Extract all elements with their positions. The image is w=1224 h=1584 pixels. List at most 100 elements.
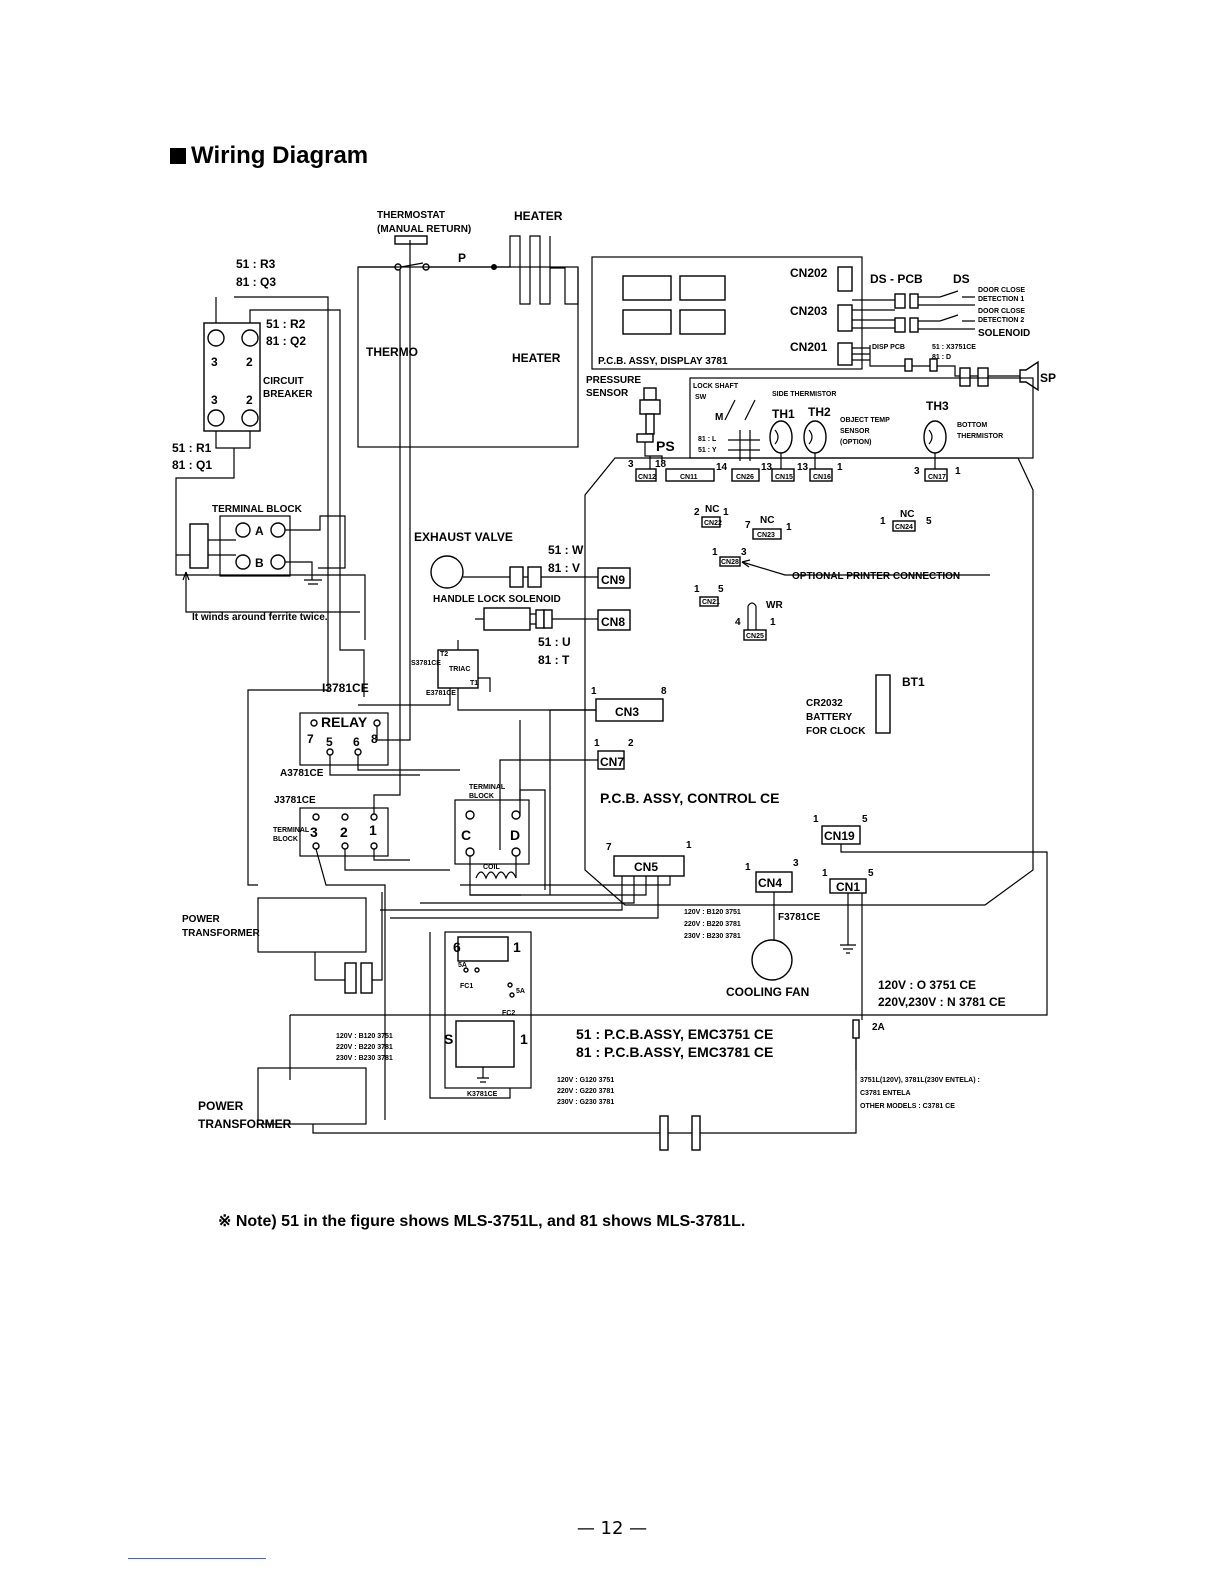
pin-1k: 1 <box>813 814 819 825</box>
label-bottom: BOTTOM <box>957 422 987 429</box>
label-emc81: 81 : P.C.B.ASSY, EMC3781 CE <box>576 1044 773 1060</box>
display-digit-3 <box>622 309 672 335</box>
label-cn11: CN11 <box>680 474 698 481</box>
pin-1c: 1 <box>723 507 729 518</box>
label-tb3a: TERMINAL <box>469 784 506 791</box>
label-cn15: CN15 <box>775 474 793 481</box>
terminal-block-123 <box>299 807 389 857</box>
pin-7: 7 <box>745 520 751 531</box>
label-power-tr2a: POWER <box>198 1099 244 1113</box>
label-cn4: CN4 <box>758 876 782 890</box>
pin-1b: 1 <box>955 466 961 477</box>
relay <box>299 712 389 766</box>
label-cn24: CN24 <box>895 524 913 531</box>
relay-pin-6: 6 <box>353 735 360 749</box>
label-door1b: DETECTION 1 <box>978 296 1024 303</box>
pin-1i: 1 <box>591 686 597 697</box>
cb-label-2b: 2 <box>246 393 253 407</box>
label-tb2a: TERMINAL <box>273 827 310 834</box>
display-digit-4 <box>679 309 726 335</box>
label-disp-pcb: DISP PCB <box>872 344 905 351</box>
label-cn26: CN26 <box>736 474 754 481</box>
cb-label-3a: 3 <box>211 355 218 369</box>
cn23-connector <box>752 528 782 540</box>
label-for-clock: FOR CLOCK <box>806 726 866 737</box>
relay-pin-5: 5 <box>326 735 333 749</box>
cb-terminal-2a <box>241 329 259 347</box>
speaker-connector <box>959 367 971 387</box>
pin-1h: 1 <box>770 617 776 628</box>
label-r2: 51 : R2 <box>266 317 306 331</box>
cn26-connector <box>731 468 760 482</box>
label-v120b2: 120V : B120 3751 <box>336 1033 393 1040</box>
label-s3781: S3781CE <box>411 660 441 667</box>
pin-5c: 5 <box>862 814 868 825</box>
label-cn17: CN17 <box>928 474 946 481</box>
label-v220b2: 220V : B220 3781 <box>336 1044 393 1051</box>
display-digit-1 <box>622 275 672 301</box>
title-text: Wiring Diagram <box>191 142 369 169</box>
tb-label-b: B <box>255 556 264 570</box>
label-e3781: E3781CE <box>426 690 456 697</box>
label-u51: 51 : U <box>538 635 571 649</box>
label-cn22: CN22 <box>704 520 722 527</box>
pin-13b: 13 <box>797 462 809 473</box>
label-cn1: CN1 <box>836 880 860 894</box>
label-fc1: FC1 <box>460 983 473 990</box>
label-v230b2: 230V : B230 3781 <box>336 1055 393 1062</box>
exhaust-valve <box>430 555 464 589</box>
pin-3b: 3 <box>914 466 920 477</box>
pin-4: 4 <box>735 617 741 628</box>
tb-pin-c: C <box>461 827 471 843</box>
cb-label-3b: 3 <box>211 393 218 407</box>
label-breaker: BREAKER <box>263 389 313 400</box>
pin-1d: 1 <box>786 522 792 533</box>
cb-label-2a: 2 <box>246 355 253 369</box>
cb-terminal-2b <box>241 409 259 427</box>
label-th2: TH2 <box>808 405 831 419</box>
label-power-tr2b: TRANSFORMER <box>198 1117 292 1131</box>
pin-3d: 3 <box>793 858 799 869</box>
label-o3751: 120V : O 3751 CE <box>878 978 976 992</box>
label-v81: 81 : V <box>548 561 580 575</box>
tb-label-a: A <box>255 524 264 538</box>
label-object-temp: OBJECT TEMP <box>840 417 890 424</box>
label-ds-pcb: DS - PCB <box>870 272 923 286</box>
label-cn8: CN8 <box>601 615 625 629</box>
cooling-fan <box>751 939 793 981</box>
label-v230b: 230V : B230 3781 <box>684 933 741 940</box>
pin-1m: 1 <box>745 862 751 873</box>
label-coil: COIL <box>483 864 500 871</box>
label-th1: TH1 <box>772 407 795 421</box>
footer-link-line <box>128 1558 266 1559</box>
terminal-block-ab <box>219 515 291 577</box>
relay-pin-8: 8 <box>371 732 378 746</box>
relay-pin-7: 7 <box>307 732 314 746</box>
cb-terminal-3b <box>207 409 225 427</box>
label-fc2: FC2 <box>502 1010 515 1017</box>
label-cn9: CN9 <box>601 573 625 587</box>
pin-2: 2 <box>694 507 700 518</box>
label-power-tr1b: TRANSFORMER <box>182 928 261 939</box>
pin-14: 14 <box>716 462 728 473</box>
pin-13a: 13 <box>761 462 773 473</box>
label-r3: 51 : R3 <box>236 257 276 271</box>
label-a3781: A3781CE <box>280 768 324 779</box>
label-thermo: THERMO <box>366 345 418 359</box>
label-cn23: CN23 <box>757 532 775 539</box>
label-fc2a: 5A <box>516 988 525 995</box>
label-w51: 51 : W <box>548 543 584 557</box>
cn24-connector <box>892 520 916 532</box>
nf-pin-s: S <box>444 1031 453 1047</box>
coil-icon <box>475 871 517 880</box>
label-cn16: CN16 <box>813 474 831 481</box>
cn202-connector <box>837 266 853 292</box>
pin-7b: 7 <box>606 842 612 853</box>
label-fc1a: 5A <box>458 962 467 969</box>
tb-pin-1: 1 <box>369 822 377 838</box>
label-cn202: CN202 <box>790 266 828 280</box>
label-v220g: 220V : G220 3781 <box>557 1088 614 1095</box>
label-option: (OPTION) <box>840 439 872 446</box>
ferrite-core <box>189 523 209 569</box>
label-j3781: J3781CE <box>274 795 316 806</box>
